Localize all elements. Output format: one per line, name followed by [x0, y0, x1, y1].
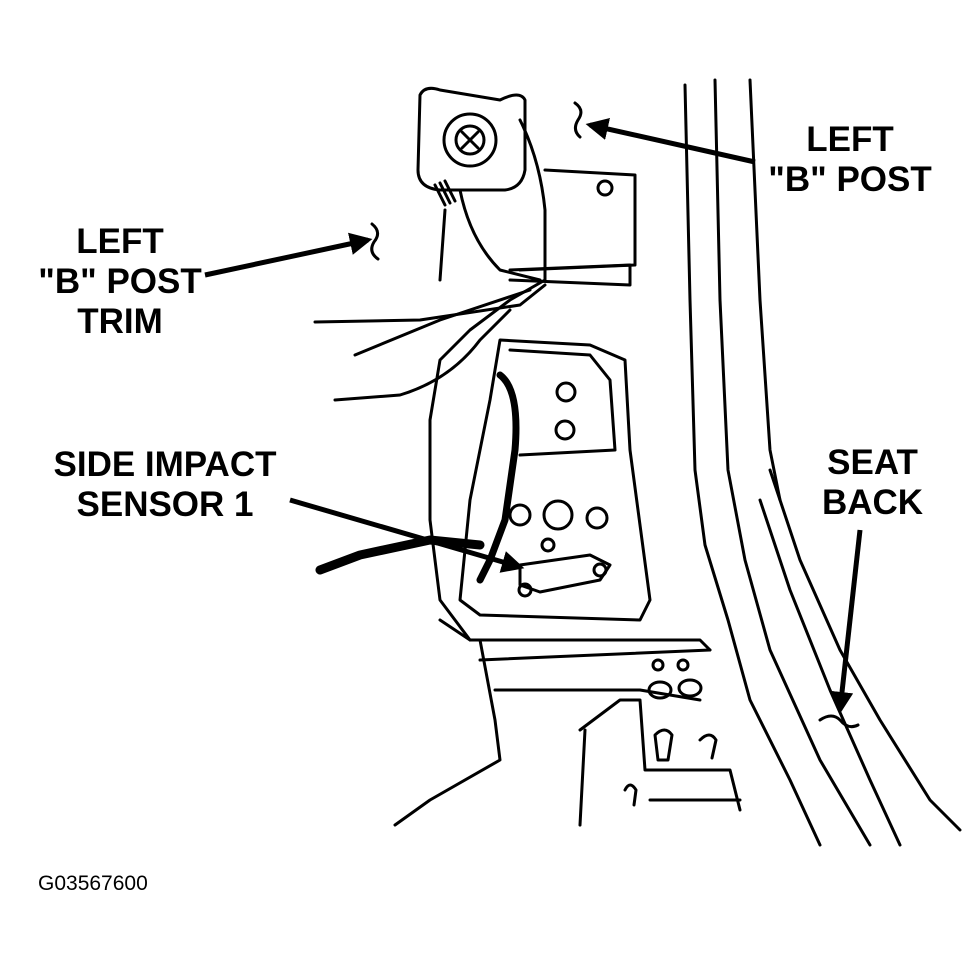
b-post-trim-label-line1: LEFT	[76, 222, 164, 261]
seat-back-label: SEAT BACK	[805, 443, 940, 523]
trim-lower-sweep	[333, 308, 512, 402]
trim-edge-lower	[353, 288, 532, 357]
sensor-pocket	[458, 338, 652, 622]
b-post-trim-label-line3: TRIM	[77, 302, 163, 341]
sensor-leader-arrow	[289, 497, 525, 573]
figure-code: G03567600	[38, 872, 148, 895]
b-post-trim-label-line2: "B" POST	[38, 262, 202, 301]
trim-edge-upper	[313, 283, 547, 324]
b-post-trim-panel	[428, 118, 547, 642]
b-post-label-line2: "B" POST	[768, 160, 932, 199]
b-post-inner-line	[713, 78, 872, 847]
seat-back-label-line2: BACK	[821, 483, 924, 522]
seat-back-contour	[768, 468, 962, 832]
stud	[555, 381, 577, 403]
b-post-leader-arrow	[585, 117, 756, 165]
side-impact-sensor-label-line1: SIDE IMPACT	[53, 445, 277, 484]
lower-trim-sweep	[393, 638, 502, 827]
seat-back-leader-arrow	[830, 529, 863, 715]
anchor-bolt	[442, 112, 498, 168]
break-mark-trim	[370, 222, 380, 261]
mount-bracket	[518, 168, 637, 272]
lower-panel	[438, 618, 712, 652]
seat-back-contour-inner	[758, 498, 902, 847]
break-mark-seat	[818, 714, 860, 729]
b-post-trim-label: LEFT "B" POST TRIM	[30, 222, 210, 342]
floor-rail	[578, 698, 742, 812]
break-mark-b-post	[573, 101, 583, 139]
seat-back-label-line1: SEAT	[827, 443, 918, 482]
sensor-wire-harness	[476, 371, 520, 584]
anchor-spring	[433, 179, 457, 207]
b-post-outline	[683, 83, 822, 847]
b-post-trim-leader-arrow	[204, 232, 373, 278]
b-post-edge-line	[748, 78, 782, 502]
side-impact-sensor-label-line2: SENSOR 1	[76, 485, 254, 524]
b-post-label-line1: LEFT	[806, 120, 894, 159]
b-post-label: LEFT "B" POST	[760, 120, 940, 200]
belt-anchor-plate	[416, 86, 527, 192]
side-impact-sensor-label: SIDE IMPACT SENSOR 1	[45, 445, 285, 525]
